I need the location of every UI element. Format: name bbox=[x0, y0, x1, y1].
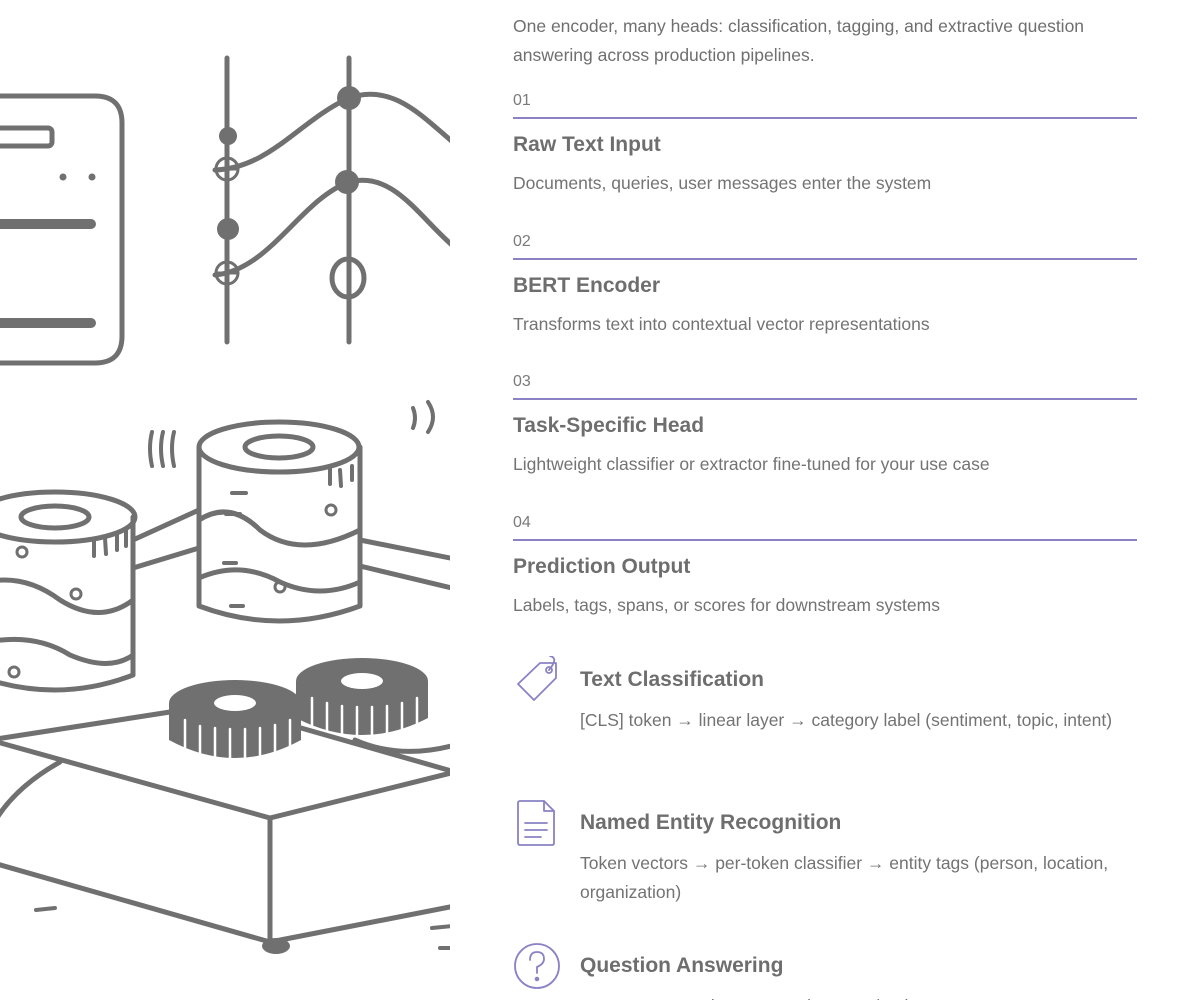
base-box-drawing bbox=[0, 709, 450, 954]
step-divider bbox=[513, 398, 1137, 400]
step-number: 01 bbox=[513, 92, 531, 109]
step-title: Raw Text Input bbox=[513, 133, 661, 156]
knobs-drawing bbox=[169, 658, 428, 766]
task-title: Named Entity Recognition bbox=[580, 811, 842, 834]
step-description: Documents, queries, user messages enter … bbox=[513, 173, 932, 193]
step-divider bbox=[513, 117, 1137, 119]
step-description: Transforms text into contextual vector r… bbox=[513, 314, 930, 334]
intro-text: One encoder, many heads: classification,… bbox=[513, 16, 1085, 65]
step-number: 04 bbox=[513, 514, 531, 531]
task-title: Question Answering bbox=[580, 954, 784, 977]
task-description: Passage + question → per-token start/end… bbox=[580, 992, 1120, 1000]
waveform-drawing bbox=[212, 55, 450, 345]
step-divider bbox=[513, 258, 1137, 260]
step-title: BERT Encoder bbox=[513, 274, 661, 297]
task-description: Token vectors → per-token classifier → e… bbox=[580, 853, 1109, 902]
step-divider bbox=[513, 539, 1137, 541]
hero-illustration bbox=[0, 0, 450, 1000]
document-icon bbox=[513, 799, 561, 847]
step-description: Lightweight classifier or extractor fine… bbox=[513, 454, 990, 474]
step-description: Labels, tags, spans, or scores for downs… bbox=[513, 595, 940, 615]
step-title: Prediction Output bbox=[513, 555, 691, 578]
tag-icon bbox=[513, 655, 561, 704]
task-description: [CLS] token → linear layer → category la… bbox=[580, 710, 1113, 730]
step-number: 02 bbox=[513, 233, 531, 250]
question-icon bbox=[513, 942, 561, 990]
task-title: Text Classification bbox=[580, 668, 764, 691]
control-panel-drawing bbox=[0, 93, 125, 366]
step-number: 03 bbox=[513, 373, 531, 390]
step-title: Task-Specific Head bbox=[513, 414, 705, 437]
jars-drawing bbox=[0, 400, 450, 693]
content-column: One encoder, many heads: classification,… bbox=[513, 0, 1137, 1000]
